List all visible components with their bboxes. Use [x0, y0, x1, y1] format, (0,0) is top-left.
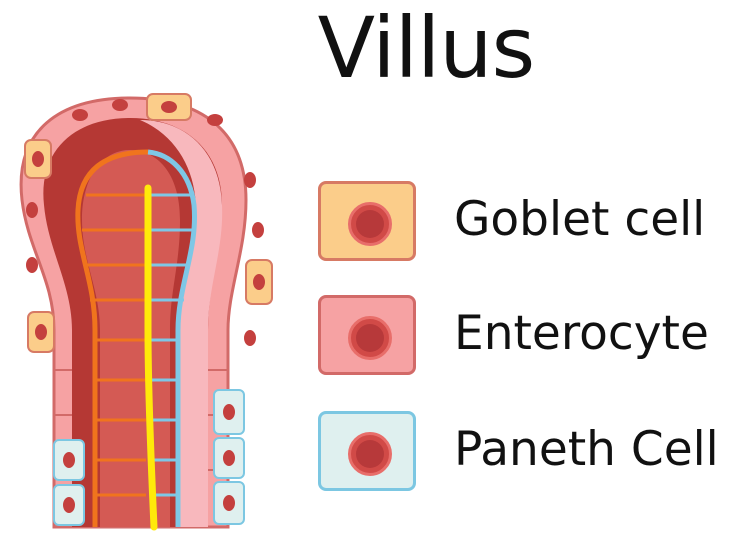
legend-label: Paneth Cell: [454, 417, 719, 483]
paneth-swatch: [318, 411, 416, 491]
enterocyte-swatch: [318, 295, 416, 375]
diagram-title: Villus: [306, 0, 546, 96]
legend-label: Enterocyte: [454, 301, 709, 367]
villus-illustration: [0, 80, 300, 551]
goblet-swatch: [318, 181, 416, 261]
legend-label: Goblet cell: [454, 187, 705, 253]
